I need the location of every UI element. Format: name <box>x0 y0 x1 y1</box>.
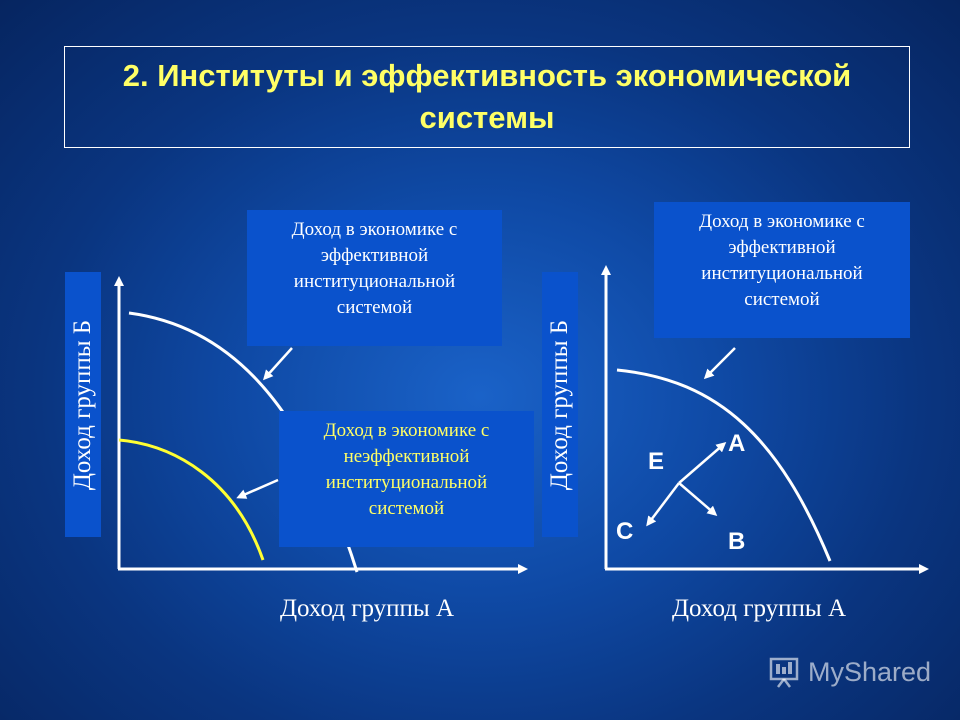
callout-line: системой <box>368 498 445 519</box>
right-efficient-pointer <box>703 347 736 380</box>
left-inefficient-curve <box>118 438 265 561</box>
right-efficient-curve <box>616 368 832 562</box>
projector-screen-icon <box>769 657 799 688</box>
callout-line: системой <box>336 297 413 318</box>
callout-line: Доход в экономике с <box>323 420 490 441</box>
arrow-to-b <box>678 482 718 516</box>
left-y-axis-label: Доход группы Б <box>65 272 101 537</box>
arrow-to-a <box>678 442 727 484</box>
title-box: 2. Институты и эффективность экономическ… <box>64 46 910 148</box>
point-label-b: В <box>728 528 746 555</box>
title-line-2: системы <box>419 100 555 135</box>
left-inefficient-callout: Доход в экономике с неэффективной инстит… <box>279 411 534 547</box>
callout-line: неэффективной <box>343 446 470 467</box>
left-x-axis-label: Доход группы А <box>280 595 455 622</box>
arrow-to-c <box>646 482 680 527</box>
callout-line: Доход в экономике с <box>699 211 865 232</box>
point-label-a: А <box>728 430 746 457</box>
left-inefficient-pointer <box>236 478 279 499</box>
watermark: MyShared <box>768 656 931 688</box>
point-label-e: Е <box>648 448 665 475</box>
callout-line: эффективной <box>728 237 836 258</box>
title-line-1: 2. Институты и эффективность экономическ… <box>122 58 852 93</box>
callout-line: системой <box>744 289 820 310</box>
callout-line: Доход в экономике с <box>291 219 458 240</box>
right-y-axis-label: Доход группы Б <box>542 272 578 537</box>
right-x-axis-label: Доход группы А <box>672 595 847 622</box>
watermark-text: MyShared <box>808 656 932 687</box>
left-efficient-pointer <box>262 347 293 381</box>
left-efficient-callout: Доход в экономике с эффективной институц… <box>247 210 502 346</box>
callout-line: институциональной <box>701 263 863 284</box>
callout-line: эффективной <box>320 245 429 266</box>
callout-line: институциональной <box>293 271 456 292</box>
callout-line: институциональной <box>325 472 488 493</box>
right-efficient-callout: Доход в экономике с эффективной институц… <box>654 202 910 338</box>
point-label-c: С <box>616 518 634 545</box>
